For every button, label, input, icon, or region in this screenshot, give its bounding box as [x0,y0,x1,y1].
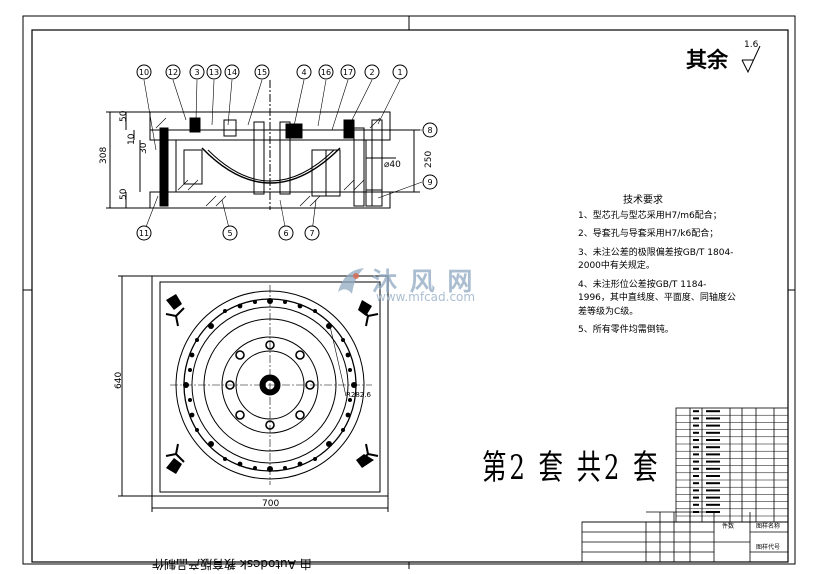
title-block-row-mark [706,460,720,463]
balloon-label: 3 [194,68,199,77]
title-block-row-mark [693,460,699,463]
title-block-row-mark [693,453,699,456]
dimension-10: 10 [127,133,137,145]
balloon-label: 10 [139,68,149,77]
watermark-url: www.mfcad.com [376,290,476,304]
set-count-label: 第2 套 共2 套 [482,448,661,488]
title-cell-drawing-name: 图样名称 [756,522,780,530]
title-block-row-mark [706,496,720,499]
balloon-label: 11 [139,229,149,238]
roughness-value: 1.6 [744,40,759,50]
tech-requirement-item: 1、型芯孔与型芯采用H7/m6配合； [578,210,722,221]
watermark-logo-icon [338,268,364,294]
tech-requirement-item: 4、未注形位公差按GB/T 1184-1996，其中直线度、平面度、同轴度公差等… [578,279,736,317]
title-block-row-mark [693,496,699,499]
balloon-label: 16 [321,68,331,77]
roughness-symbol [741,45,761,74]
dimension-r282: R282.6 [346,391,371,399]
title-block-rows [676,410,788,517]
title-block-row-mark [693,489,699,492]
title-block-row-mark [706,424,720,427]
balloon-label: 5 [227,229,232,238]
title-block-row-mark [693,475,699,477]
section-view [106,79,423,233]
dimension-40: ⌀40 [384,160,401,170]
title-block-row-mark [706,489,720,492]
dimension-308: 308 [99,147,109,164]
tech-requirements-title: 技术要求 [623,195,663,206]
dimension-250: 250 [424,151,434,168]
title-block-row-mark [693,431,699,434]
title-block-row-mark [693,439,699,441]
balloon-label: 17 [343,68,353,77]
tech-requirements-list: 1、型芯孔与型芯采用H7/m6配合； 2、导套孔与导套采用H7/k6配合； 3、… [578,210,738,338]
title-block-row-mark [706,475,720,477]
title-block-row-mark [706,453,720,456]
title-block-row-mark [693,503,699,506]
tech-requirement-item: 3、未注公差的极限偏差按GB/T 1804-2000中有关规定。 [578,247,734,272]
inner-frame [31,29,789,563]
title-block-row-mark [693,417,699,420]
balloon-label: 14 [227,68,237,77]
balloon-label: 15 [257,68,267,77]
dimension-640: 640 [114,372,124,389]
balloon-label: 4 [301,68,306,77]
dimension-700: 700 [262,499,279,509]
balloon [136,64,438,241]
watermark-brand: 沐 风 网 [372,267,475,296]
balloon-label: 9 [427,178,432,187]
balloon-label: 8 [427,126,432,135]
tech-requirement-item: 2、导套孔与导套采用H7/k6配合； [578,229,719,239]
title-block-row-mark [706,417,720,420]
title-block-row-mark [706,511,720,513]
balloon-label: 12 [168,68,178,77]
title-block-row-mark [693,467,699,470]
title-block-row-mark [706,439,720,441]
roughness-note: 其余 [686,48,728,72]
tech-requirement-item: 5、所有零件均需倒钝。 [578,325,674,335]
dimension-30: 30 [139,142,149,154]
title-block [581,407,789,563]
title-block-row-mark [706,467,720,470]
title-block-row-mark [693,446,699,449]
title-block-row-mark [693,511,699,513]
title-block-row-mark [706,503,720,506]
title-block-row-mark [693,482,699,485]
dimension-50-top: 50 [119,110,129,122]
balloon-label: 6 [283,229,288,238]
balloon-label: 13 [209,68,219,77]
title-block-row-mark [693,424,699,427]
title-block-row-mark [693,410,699,413]
title-cell-drawing-code: 图样代号 [756,543,780,551]
title-block-row-mark [706,410,720,413]
title-block-row-mark [706,431,720,434]
title-cell-count: 件数 [722,522,734,530]
dimension-50-bottom: 50 [119,188,129,200]
title-block-row-mark [706,446,720,449]
edu-watermark-text: 由 Autodesk 教育版产品制作 [152,557,312,571]
technical-requirements: 技术要求 1、型芯孔与型芯采用H7/m6配合； 2、导套孔与导套采用H7/k6配… [578,194,738,343]
title-block-row-mark [706,482,720,485]
balloon-label: 7 [309,229,314,238]
balloon-label: 2 [369,68,374,77]
balloon-label: 1 [397,68,402,77]
plan-view [118,275,389,512]
